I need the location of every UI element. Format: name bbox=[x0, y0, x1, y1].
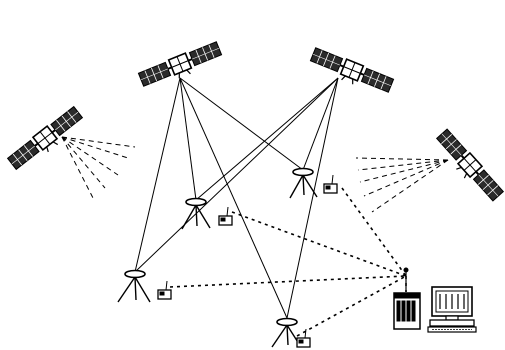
satellite-4 bbox=[431, 127, 505, 206]
side-satellite-rays bbox=[61, 136, 449, 213]
signal-lines bbox=[134, 77, 339, 319]
satellite-1 bbox=[5, 104, 88, 176]
receiver-station-1 bbox=[117, 269, 172, 303]
receiver-station-4 bbox=[271, 317, 311, 348]
keyboard-icon bbox=[427, 319, 477, 333]
receiver-unit-1 bbox=[157, 280, 172, 300]
receiver-station-2 bbox=[181, 197, 233, 230]
control-center bbox=[393, 267, 477, 333]
receiver-unit-3 bbox=[323, 174, 338, 194]
receiver-unit-2 bbox=[218, 206, 233, 226]
server-tower-icon bbox=[393, 292, 421, 330]
receiver-station-3 bbox=[289, 167, 338, 199]
monitor-icon bbox=[431, 286, 473, 321]
satellite-3 bbox=[307, 45, 395, 99]
